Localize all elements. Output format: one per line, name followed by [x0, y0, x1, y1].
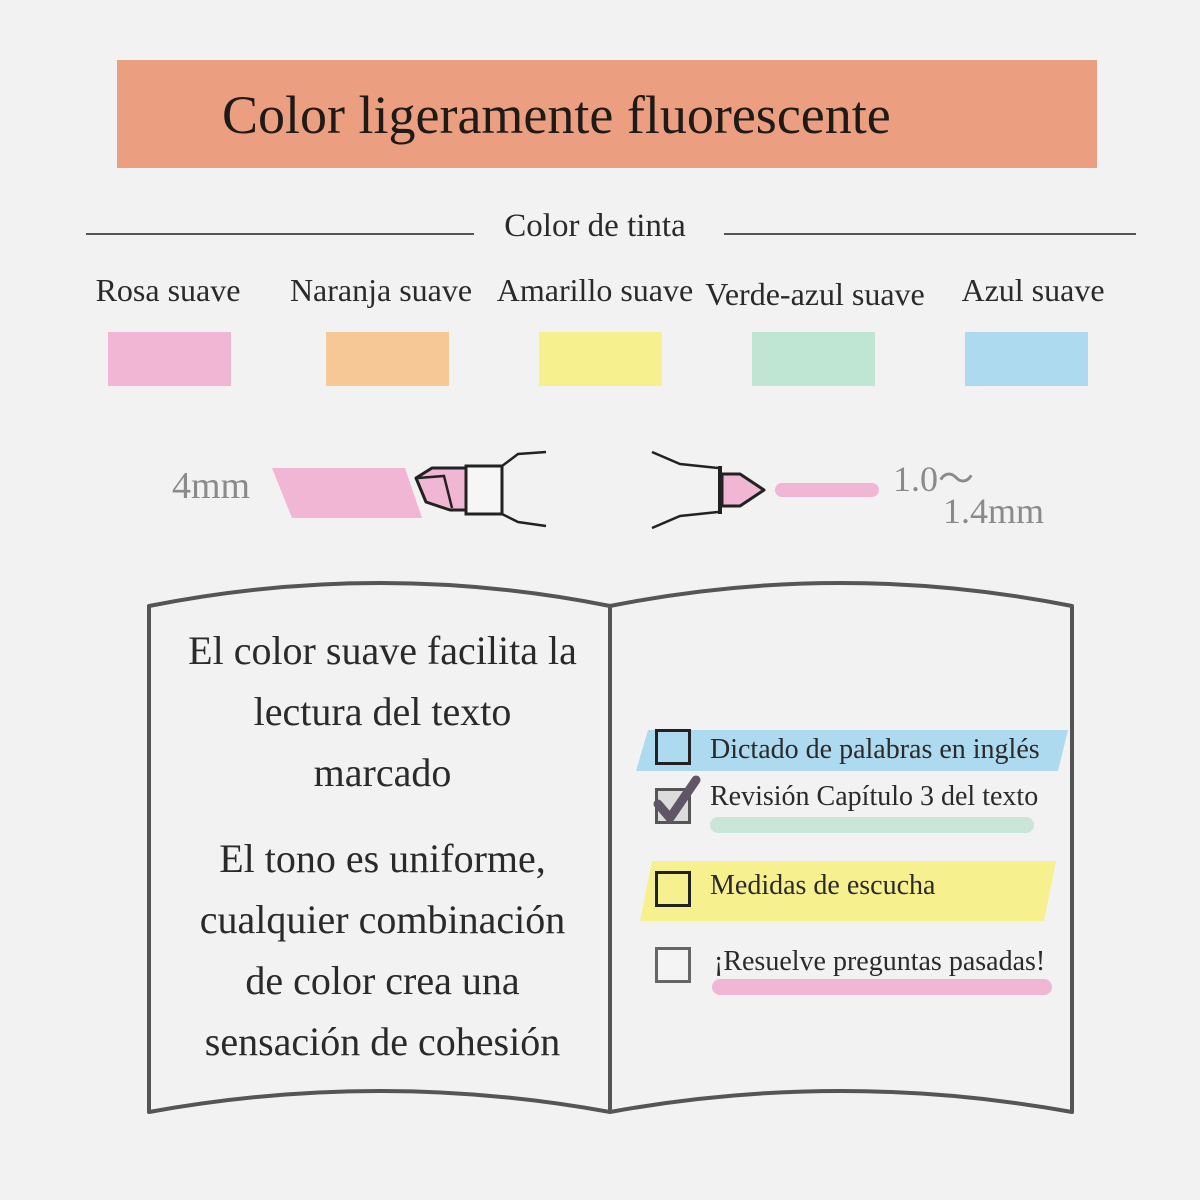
task-checkbox-4[interactable] [655, 947, 691, 983]
broad-tip-size-label: 4mm [172, 465, 251, 507]
swatch-label-amarillo: Amarillo suave [496, 272, 694, 308]
left-page-paragraph-1: El color suave facilita la lectura del t… [160, 620, 605, 803]
paragraph2-line-3: de color crea una [245, 958, 520, 1003]
ink-section-title: Color de tinta [504, 208, 686, 244]
swatch-label-azul: Azul suave [961, 272, 1105, 308]
fine-tip-icon [651, 450, 766, 530]
broad-stroke-sample [272, 468, 422, 518]
swatch-azul [965, 332, 1088, 386]
chisel-tip-icon [414, 450, 547, 528]
task-checkbox-1[interactable] [655, 729, 691, 765]
swatch-label-rosa: Rosa suave [95, 272, 241, 308]
fine-stroke-sample [775, 483, 879, 497]
swatch-naranja [326, 332, 449, 386]
paragraph1-line-3: marcado [313, 750, 452, 795]
checkmark-icon [653, 775, 701, 823]
task-text-1: Dictado de palabras en inglés [710, 734, 1040, 765]
paragraph1-line-1: El color suave facilita la [188, 628, 577, 673]
task-highlight-3 [640, 861, 1056, 921]
task-highlight-1 [636, 730, 1068, 771]
swatch-label-naranja: Naranja suave [289, 272, 473, 308]
fine-tip-size-label-line1: 1.0～ [893, 459, 975, 499]
swatch-verde-azul [752, 332, 875, 386]
title-banner: Color ligeramente fluorescente [117, 60, 1097, 168]
task-highlight-4 [712, 979, 1052, 995]
paragraph2-line-2: cualquier combinación [199, 897, 566, 942]
divider-right [724, 233, 1136, 235]
task-highlight-2 [710, 817, 1034, 833]
divider-left [86, 233, 474, 235]
swatch-rosa [108, 332, 231, 386]
task-checkbox-3[interactable] [655, 871, 691, 907]
paragraph1-line-2: lectura del texto [253, 689, 512, 734]
marker-tips-illustration [272, 450, 879, 530]
banner-title: Color ligeramente fluorescente [222, 85, 891, 145]
fine-tip-size-label-line2: 1.4mm [943, 491, 1045, 531]
paragraph2-line-1: El tono es uniforme, [219, 836, 546, 881]
task-text-4: ¡Resuelve preguntas pasadas! [714, 946, 1046, 977]
task-text-2: Revisión Capítulo 3 del texto [710, 781, 1039, 812]
swatch-label-verde-azul: Verde-azul suave [705, 276, 925, 312]
task-text-3: Medidas de escucha [710, 870, 936, 901]
left-page-paragraph-2: El tono es uniforme, cualquier combinaci… [160, 828, 605, 1072]
swatch-amarillo [539, 332, 662, 386]
paragraph2-line-4: sensación de cohesión [204, 1019, 561, 1064]
